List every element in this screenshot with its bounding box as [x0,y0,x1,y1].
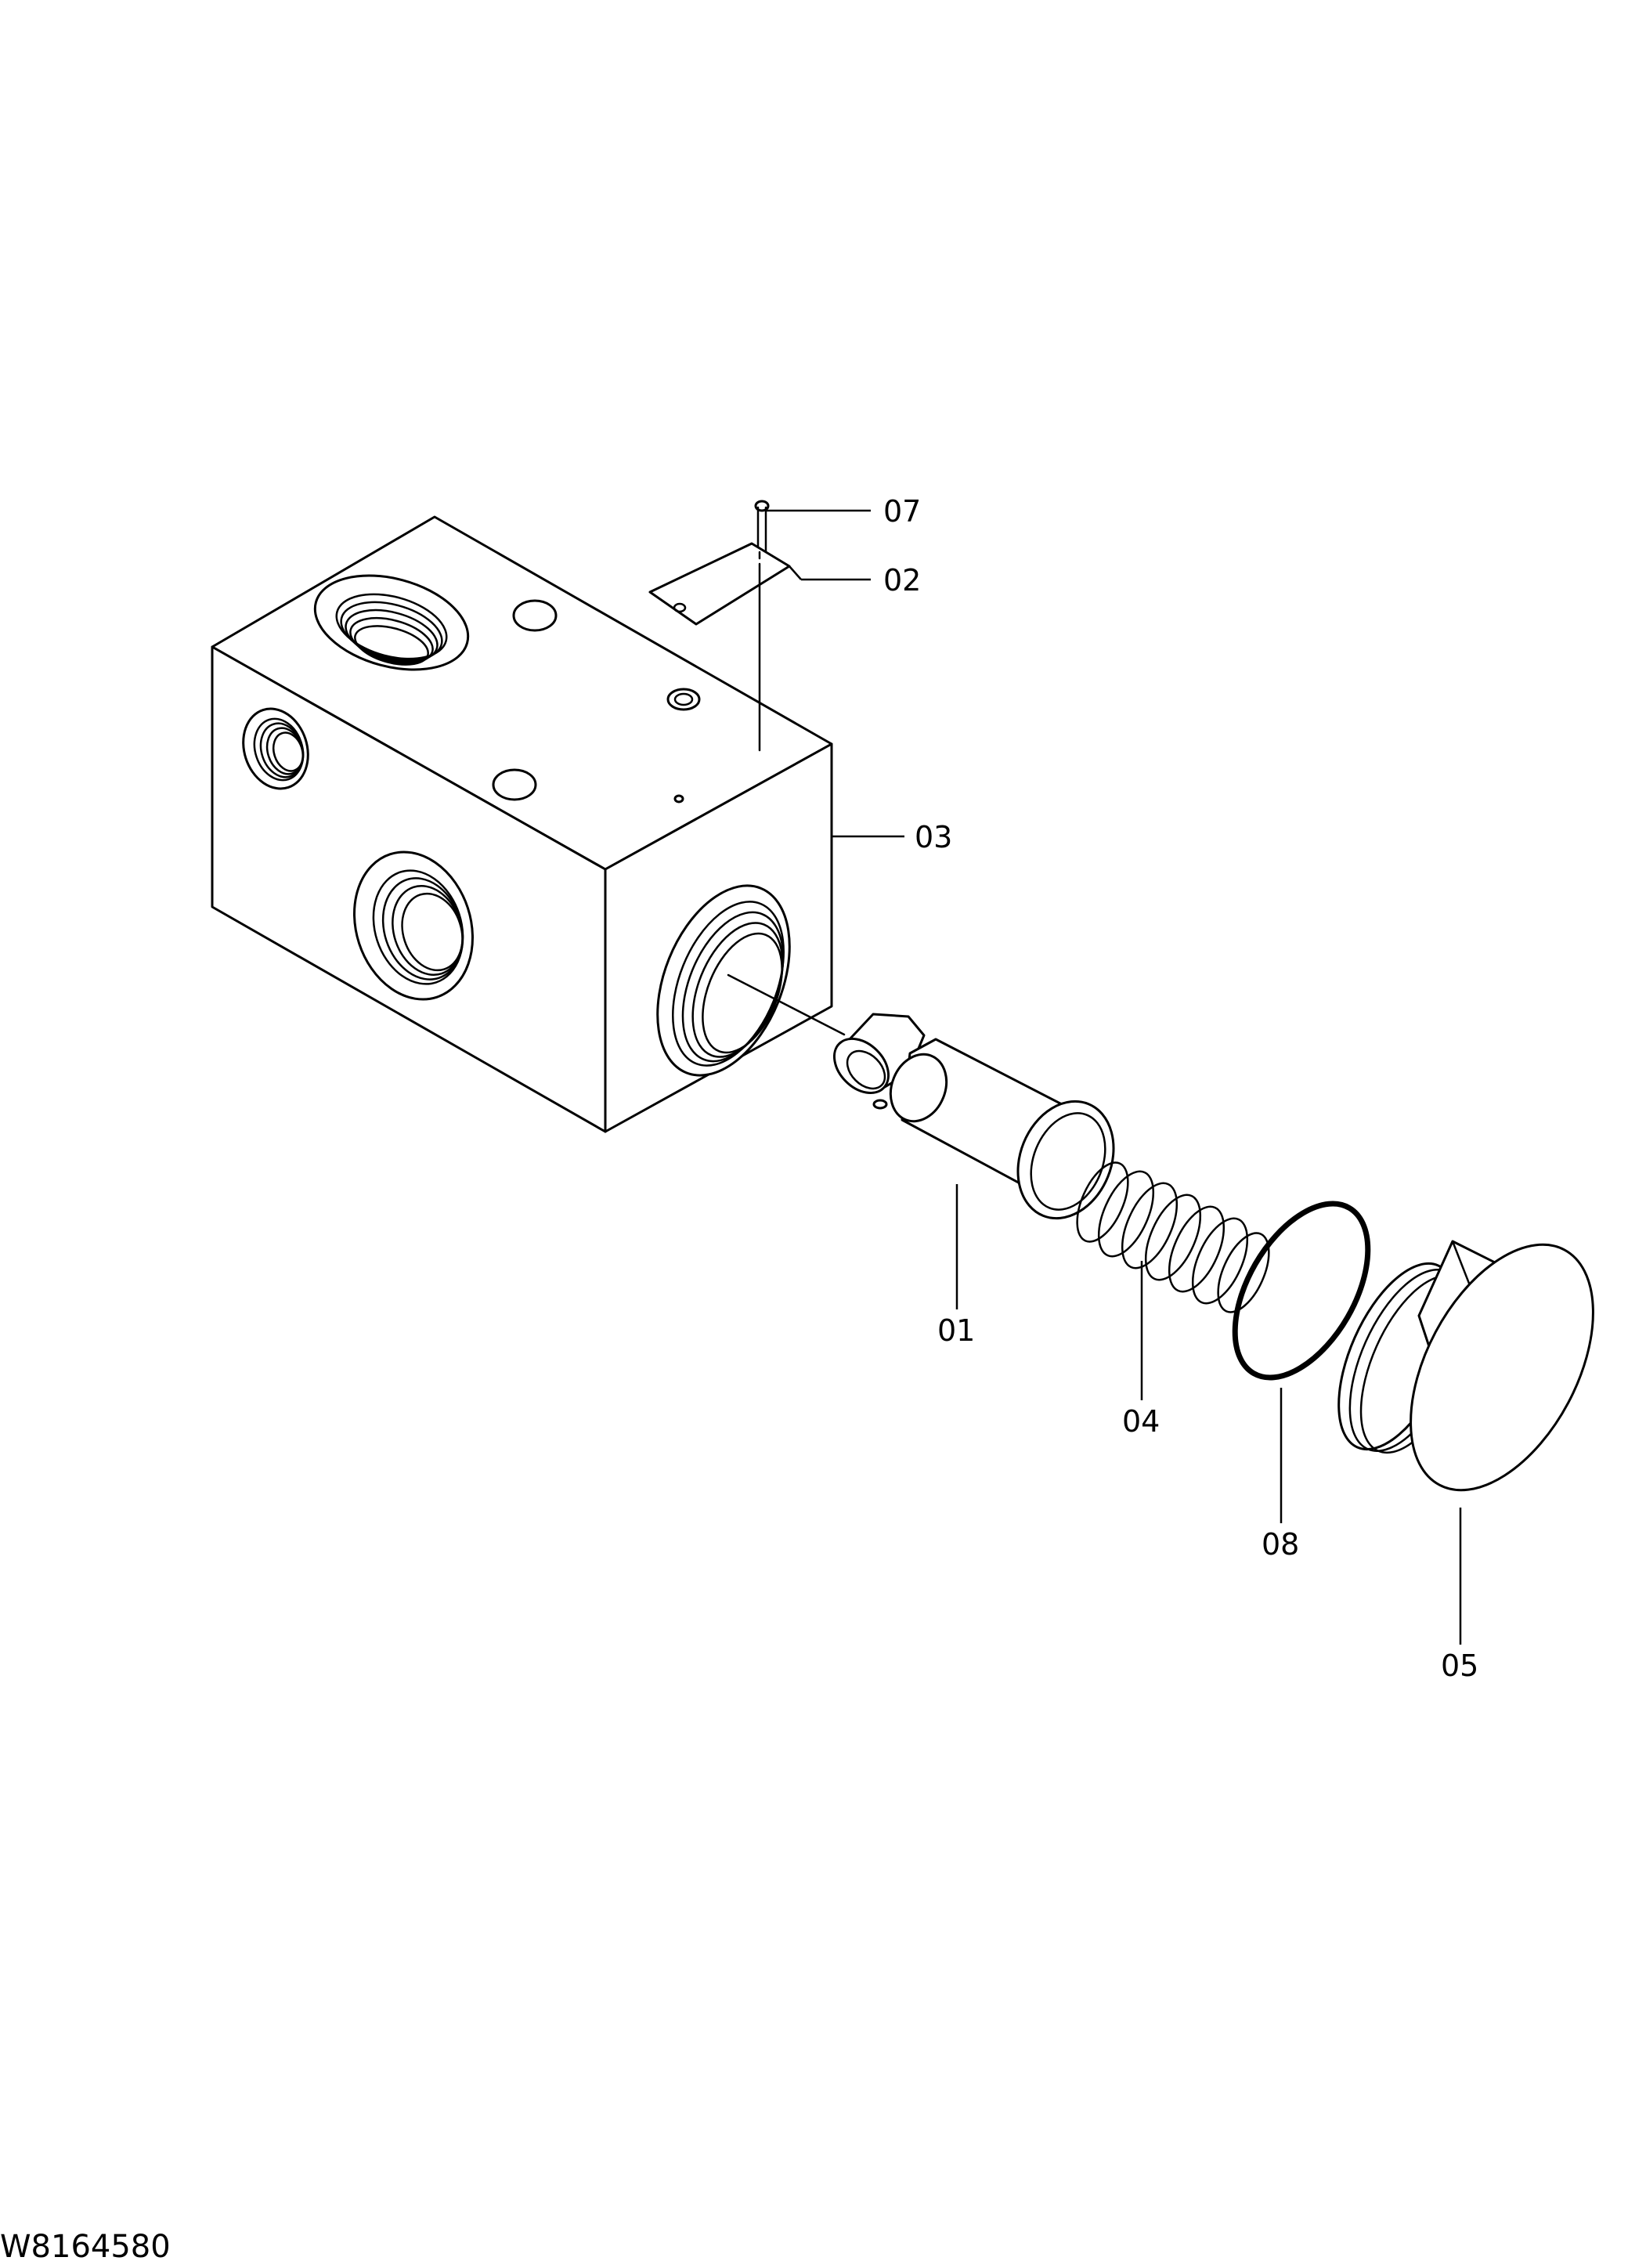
name-plate [648,542,791,626]
leader-02 [789,565,802,580]
callout-08: 08 [1262,1527,1299,1562]
top-threaded-port [313,574,470,671]
side-large-port [353,850,474,1001]
side-small-port [242,707,309,790]
top-pin-hole [673,794,684,804]
callout-01: 01 [937,1313,975,1348]
callout-03: 03 [915,820,952,854]
callout-07: 07 [883,494,921,529]
top-plug-hole-2 [492,768,537,801]
top-plug-hole-1 [512,599,558,632]
valve-body-block [211,515,833,1133]
hex-plug [1337,1240,1594,1492]
callout-05: 05 [1441,1649,1478,1683]
poppet-valve [832,1013,1115,1220]
assembly-centerline [727,973,846,1036]
drawing-number: W8164580 [0,2229,171,2265]
top-screw-hole [666,688,701,711]
main-valve-bore [656,884,791,1077]
callout-02: 02 [883,563,921,598]
callout-04: 04 [1122,1404,1160,1439]
o-ring [1232,1201,1371,1381]
spring [1076,1161,1270,1313]
drive-pin [754,500,770,554]
